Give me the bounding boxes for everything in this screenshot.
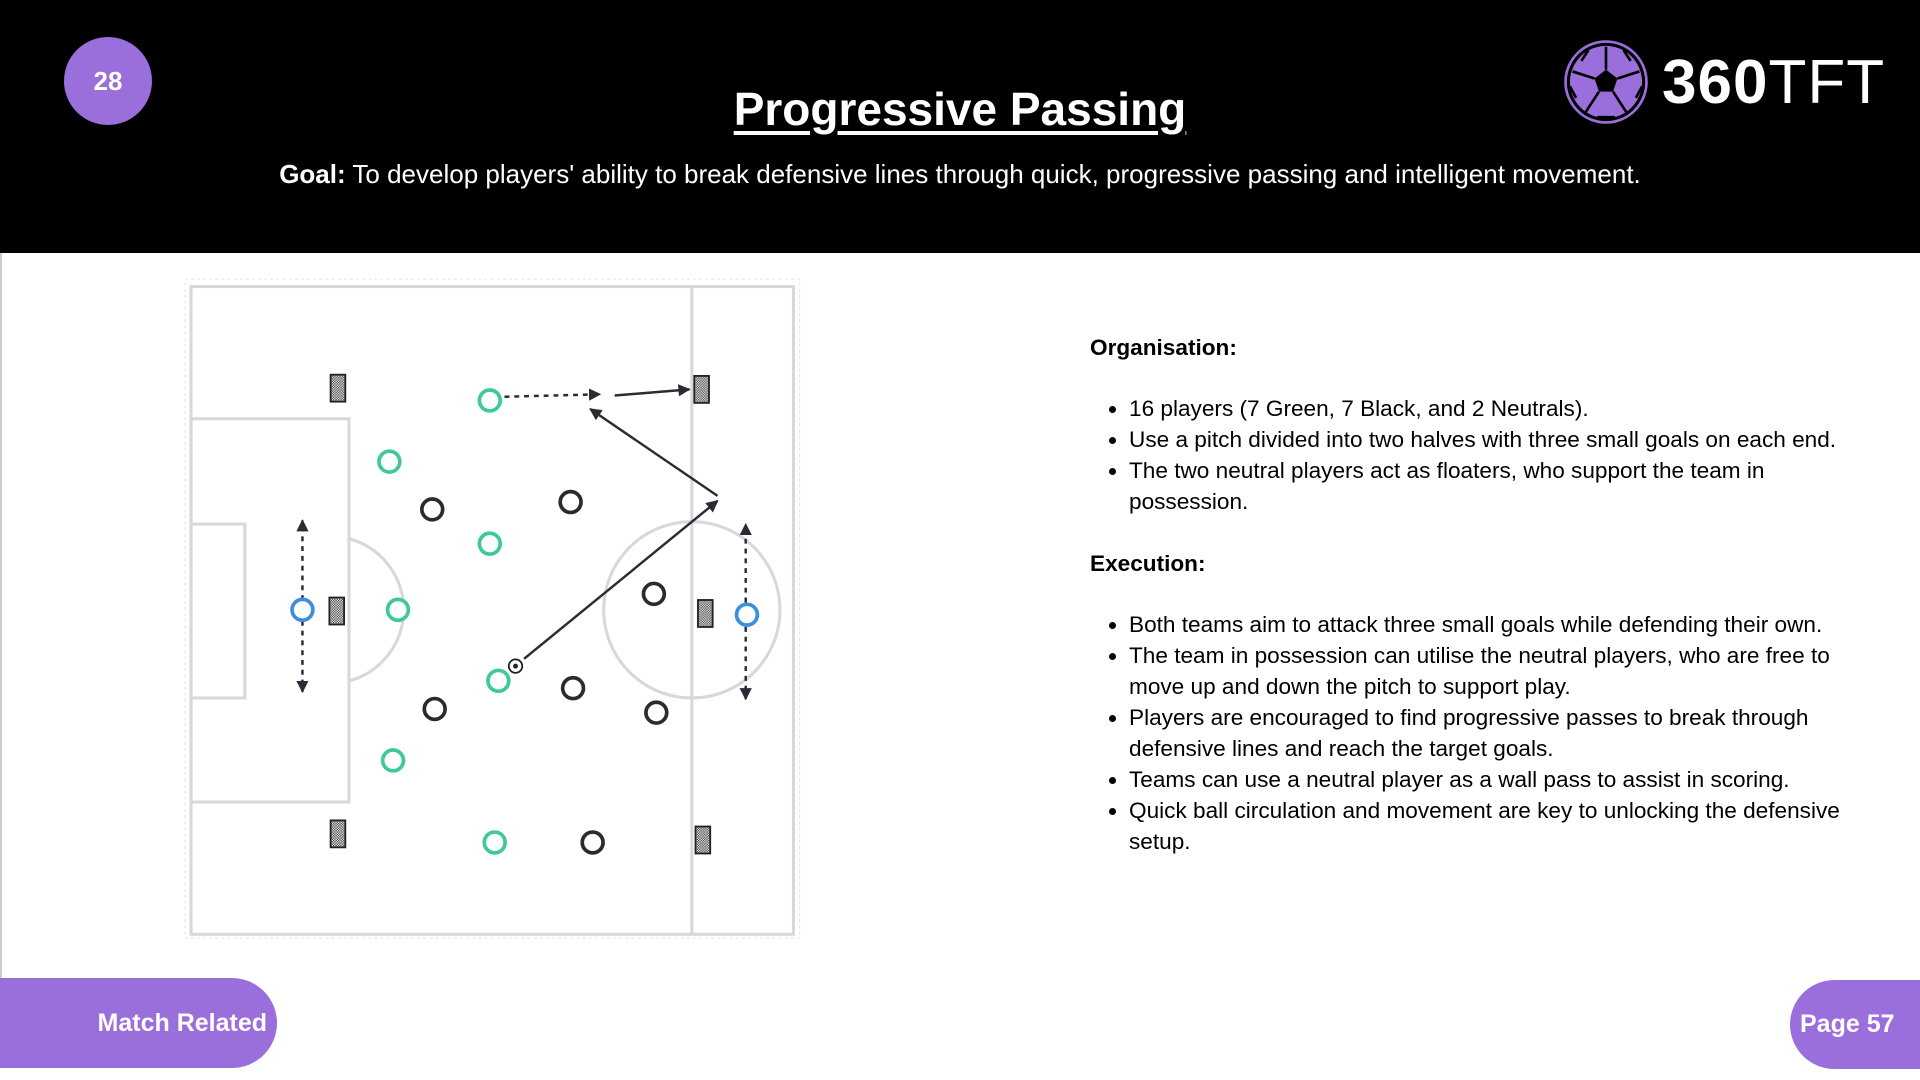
neutral-player (290, 597, 315, 623)
instructions-panel: Organisation: 16 players (7 Green, 7 Bla… (1090, 332, 1870, 888)
green-player (377, 449, 402, 474)
black-player (644, 700, 669, 725)
organisation-item: 16 players (7 Green, 7 Black, and 2 Neut… (1129, 393, 1870, 424)
small-goal (693, 375, 710, 404)
logo-text: 360TFT (1662, 47, 1886, 117)
pass-arrow (589, 407, 719, 497)
ball-icon (507, 658, 524, 674)
black-player (580, 830, 605, 855)
execution-item: The team in possession can utilise the n… (1129, 640, 1870, 702)
goal-label: Goal: (279, 159, 346, 189)
small-goal (329, 819, 347, 849)
black-player (560, 675, 586, 701)
execution-item: Players are encouraged to find progressi… (1129, 702, 1870, 764)
green-player (385, 597, 411, 623)
organisation-item: The two neutral players act as floaters,… (1129, 455, 1870, 517)
pass-arrow (614, 384, 691, 397)
small-goal (328, 596, 345, 626)
goal-statement: Goal: To develop players' ability to bre… (0, 159, 1920, 190)
black-player (641, 581, 667, 607)
six-yard-box (189, 522, 247, 700)
page-number: Page 57 (1790, 980, 1920, 1069)
page-title: Progressive Passing (733, 83, 1187, 135)
page-edge (0, 253, 2, 983)
penalty-box (189, 417, 351, 804)
organisation-list: 16 players (7 Green, 7 Black, and 2 Neut… (1090, 393, 1870, 517)
black-player (422, 696, 447, 722)
green-player (380, 748, 406, 773)
green-player (482, 830, 507, 855)
black-player (420, 497, 445, 522)
logo: 360TFT (1562, 38, 1885, 126)
drill-number-badge: 28 (64, 37, 152, 125)
green-player (477, 531, 503, 556)
pass-arrow (523, 499, 719, 660)
execution-item: Both teams aim to attack three small goa… (1129, 609, 1870, 640)
execution-item: Teams can use a neutral player as a wall… (1129, 764, 1870, 795)
execution-heading: Execution: (1090, 551, 1206, 576)
organisation-heading: Organisation: (1090, 335, 1237, 360)
organisation-item: Use a pitch divided into two halves with… (1129, 424, 1870, 455)
category-tag: Match Related (0, 978, 277, 1068)
diagram-frame (184, 278, 801, 939)
goal-text: To develop players' ability to break def… (345, 159, 1641, 189)
execution-list: Both teams aim to attack three small goa… (1090, 609, 1870, 857)
small-goal (329, 373, 347, 403)
green-player (477, 388, 503, 413)
black-player (558, 489, 583, 515)
green-player (486, 668, 511, 694)
soccer-ball-icon (1564, 40, 1648, 124)
small-goal (694, 825, 712, 855)
movement-arrow (504, 388, 602, 401)
small-goal (697, 599, 714, 628)
neutral-player (734, 602, 760, 627)
execution-item: Quick ball circulation and movement are … (1129, 795, 1870, 857)
